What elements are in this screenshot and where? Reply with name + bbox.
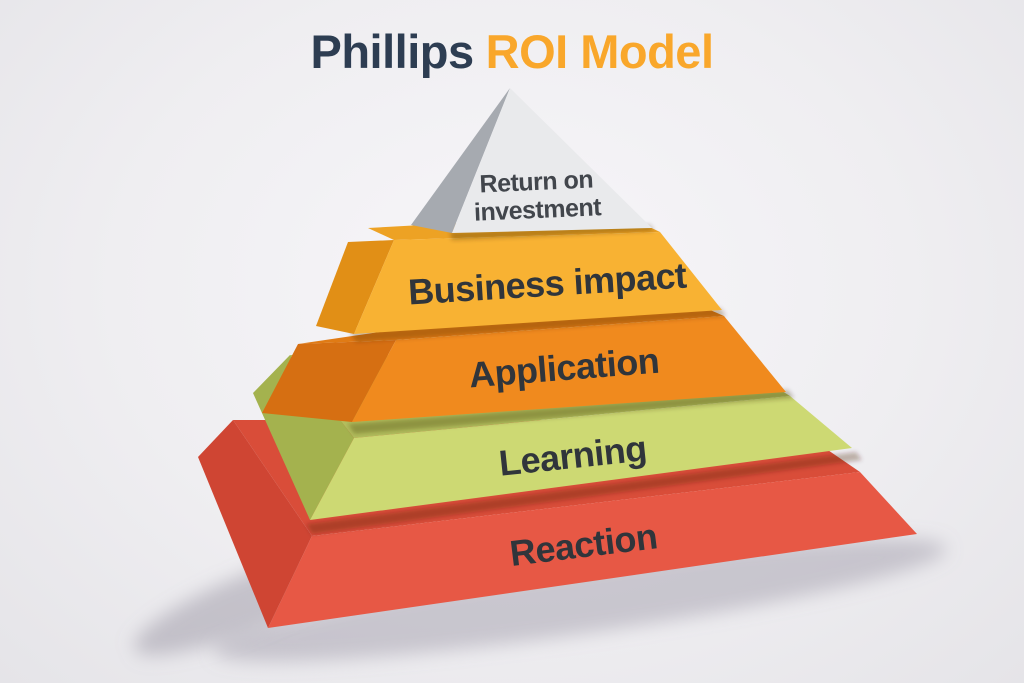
- roi-label-line1: Return on: [479, 166, 594, 199]
- roi-label-line2: investment: [473, 193, 602, 227]
- title-roi-model: ROI Model: [485, 25, 714, 78]
- application-front-face: [352, 316, 786, 422]
- application-left-face: [262, 340, 396, 422]
- roi-left-face: [411, 88, 510, 233]
- application-contact-shadow: [348, 390, 794, 434]
- reaction-left-face: [198, 420, 312, 628]
- title-phillips: Phillips: [310, 25, 474, 78]
- learning-front-face: [310, 396, 852, 520]
- roi-front-face: [452, 88, 652, 233]
- business-impact-contact-shadow: [350, 308, 726, 342]
- business-impact-front-face: [354, 232, 722, 334]
- reaction-front-face: [268, 472, 917, 628]
- roi-label: Return on investment: [473, 166, 602, 227]
- learning-contact-shadow: [306, 452, 862, 534]
- business-impact-left-face: [316, 240, 394, 334]
- shadow-main: [213, 538, 947, 662]
- level-return-on-investment: [411, 88, 654, 240]
